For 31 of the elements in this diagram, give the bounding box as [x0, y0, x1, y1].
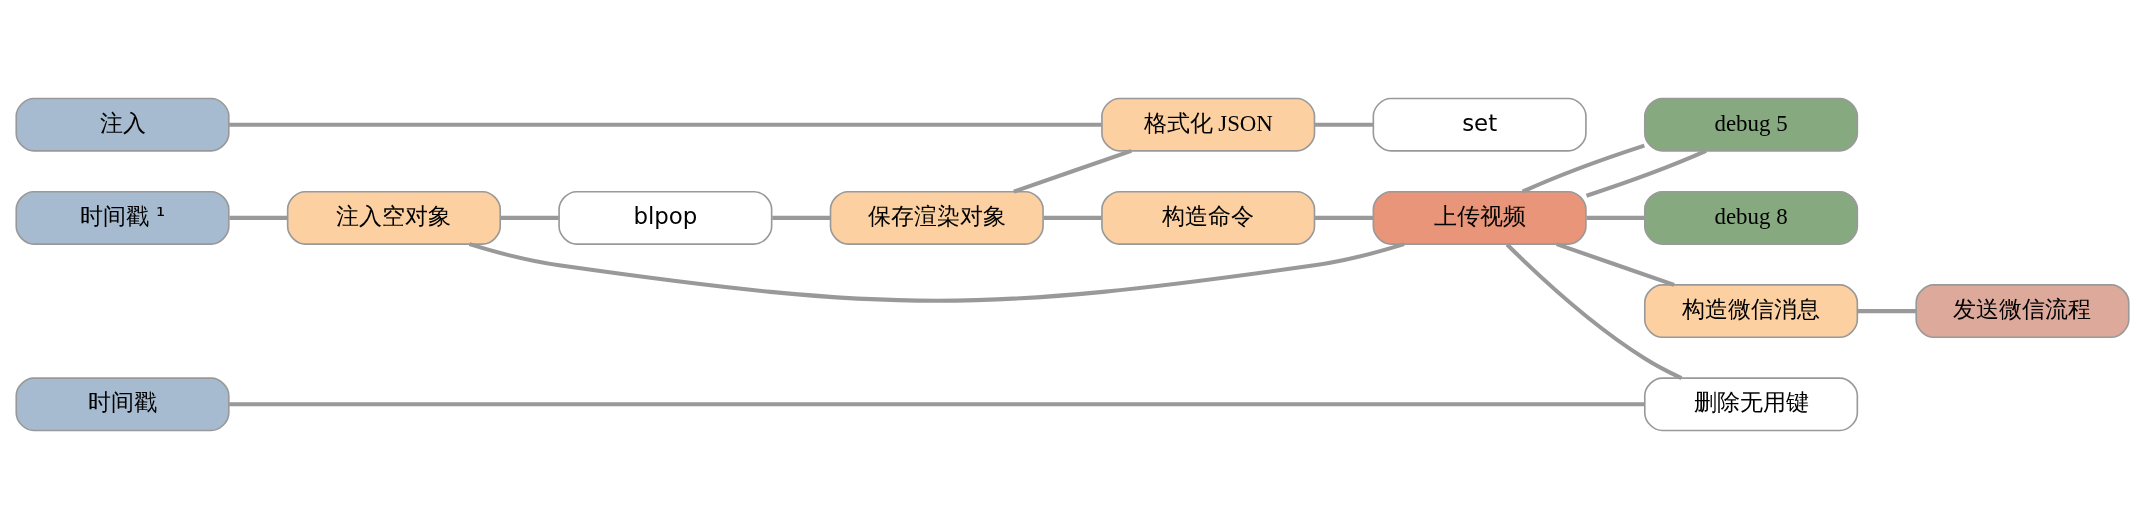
node-box: 删除无用键	[1643, 377, 1859, 432]
connector	[500, 215, 559, 220]
connector	[1556, 242, 1675, 287]
node-box: 上传视频	[1372, 190, 1587, 245]
node-box: set	[1372, 97, 1587, 152]
connector	[228, 122, 1102, 127]
node-box: 注入空对象	[286, 190, 502, 245]
connector	[229, 402, 1645, 407]
node-box: 保存渲染对象	[829, 190, 1044, 245]
connector	[229, 215, 288, 220]
connector	[1505, 243, 1683, 380]
connector	[1315, 122, 1374, 127]
node-box: 构造命令	[1101, 190, 1316, 245]
connector	[468, 242, 1405, 303]
node-box: 注入	[15, 97, 230, 152]
node-box: debug 5	[1643, 97, 1859, 152]
node-box: 构造微信消息	[1643, 284, 1859, 339]
node-box: 时间戳 ¹	[15, 190, 230, 245]
connector	[772, 215, 831, 220]
node-box: debug 8	[1643, 190, 1859, 245]
connector	[1043, 215, 1102, 220]
node-box: 时间戳	[15, 377, 230, 432]
connector	[1315, 215, 1374, 220]
node-box: blpop	[558, 190, 773, 245]
connector	[1857, 309, 1916, 314]
node-box: 格式化 JSON	[1101, 97, 1316, 152]
connector	[1586, 215, 1645, 220]
node-box: 发送微信流程	[1915, 284, 2130, 339]
connector	[1521, 143, 1645, 194]
connector	[1013, 148, 1132, 194]
connector	[1585, 149, 1707, 198]
